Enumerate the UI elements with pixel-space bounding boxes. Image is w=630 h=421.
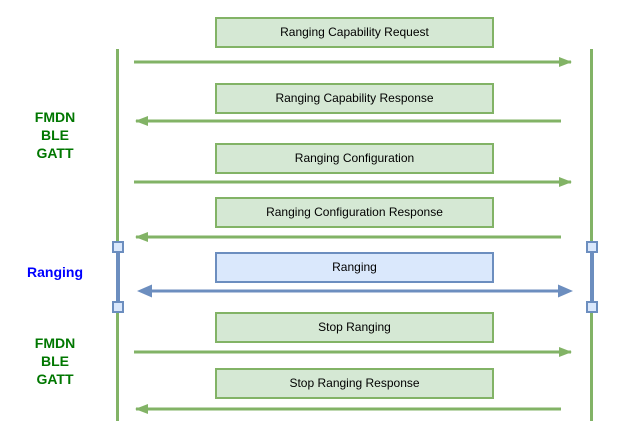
message-box-ranging-capability-response: Ranging Capability Response [215, 83, 494, 114]
section-label-line: GATT [36, 371, 74, 387]
activation-marker [112, 301, 124, 313]
lifeline-left [116, 49, 119, 421]
activation-marker [586, 241, 598, 253]
activation-marker [586, 301, 598, 313]
section-label-line: FMDN [34, 335, 76, 351]
section-label-line: BLE [41, 127, 69, 143]
section-label-fmdn-ble-gatt-top: FMDN BLE GATT [0, 108, 110, 162]
section-label-line: BLE [41, 353, 69, 369]
section-label-fmdn-ble-gatt-bottom: FMDN BLE GATT [0, 334, 110, 388]
message-box-ranging-configuration: Ranging Configuration [215, 143, 494, 174]
activation-bar-left [116, 249, 120, 305]
section-label-line: GATT [36, 145, 74, 161]
message-box-ranging-capability-request: Ranging Capability Request [215, 17, 494, 48]
message-box-stop-ranging-response: Stop Ranging Response [215, 368, 494, 399]
activation-bar-right [590, 249, 594, 305]
message-box-stop-ranging: Stop Ranging [215, 312, 494, 343]
activation-marker [112, 241, 124, 253]
arrow-ranging-bidirectional [137, 284, 573, 298]
section-label-ranging: Ranging [0, 263, 110, 281]
message-box-ranging: Ranging [215, 252, 494, 283]
section-label-line: Ranging [27, 264, 83, 280]
message-box-ranging-configuration-response: Ranging Configuration Response [215, 197, 494, 228]
lifeline-right [590, 49, 593, 421]
section-label-line: FMDN [34, 109, 76, 125]
